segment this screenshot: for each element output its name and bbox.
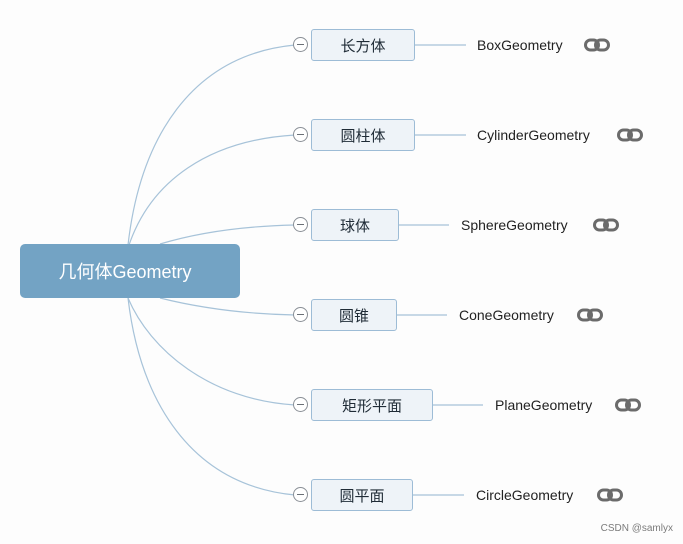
connector-curve-4	[159, 297, 296, 316]
branch-node-box[interactable]: 矩形平面	[311, 389, 433, 421]
connector-curve-1	[127, 44, 296, 246]
chain-link-icon[interactable]	[584, 38, 610, 52]
leaf-node-label[interactable]: ConeGeometry	[459, 307, 554, 323]
collapse-toggle-icon[interactable]	[293, 127, 308, 142]
connector-curve-3	[159, 224, 296, 245]
watermark: CSDN @samlyx	[600, 523, 673, 534]
chain-link-icon[interactable]	[597, 488, 623, 502]
root-node[interactable]: 几何体Geometry	[20, 244, 240, 298]
leaf-node-label[interactable]: SphereGeometry	[461, 217, 568, 233]
collapse-toggle-icon[interactable]	[293, 487, 308, 502]
collapse-toggle-icon[interactable]	[293, 307, 308, 322]
branch-node-label: 长方体	[340, 36, 386, 55]
chain-link-icon[interactable]	[577, 308, 603, 322]
collapse-toggle-icon[interactable]	[293, 217, 308, 232]
branch-node-box[interactable]: 长方体	[311, 29, 415, 61]
leaf-node-label[interactable]: CylinderGeometry	[477, 127, 590, 143]
connector-curve-2	[127, 134, 296, 249]
chain-link-icon[interactable]	[593, 218, 619, 232]
leaf-node-label[interactable]: CircleGeometry	[476, 487, 574, 503]
collapse-toggle-icon[interactable]	[293, 397, 308, 412]
collapse-toggle-icon[interactable]	[293, 37, 308, 52]
chain-link-icon[interactable]	[617, 128, 643, 142]
branch-node-label: 圆柱体	[340, 126, 386, 145]
connector-curve-6	[127, 297, 296, 496]
leaf-node-label[interactable]: BoxGeometry	[477, 37, 563, 53]
chain-link-icon[interactable]	[615, 398, 641, 412]
branch-node-label: 球体	[339, 216, 370, 235]
branch-node-box[interactable]: 圆锥	[311, 299, 397, 331]
connector-curve-5	[127, 297, 296, 406]
branch-node-label: 圆锥	[338, 306, 369, 325]
leaf-node-label[interactable]: PlaneGeometry	[495, 397, 593, 413]
branch-node-label: 矩形平面	[341, 396, 402, 415]
branch-node-box[interactable]: 球体	[311, 209, 399, 241]
branch-node-box[interactable]: 圆平面	[311, 479, 413, 511]
branch-node-box[interactable]: 圆柱体	[311, 119, 415, 151]
root-node-label: 几何体Geometry	[58, 262, 192, 282]
branch-node-label: 圆平面	[339, 486, 385, 505]
